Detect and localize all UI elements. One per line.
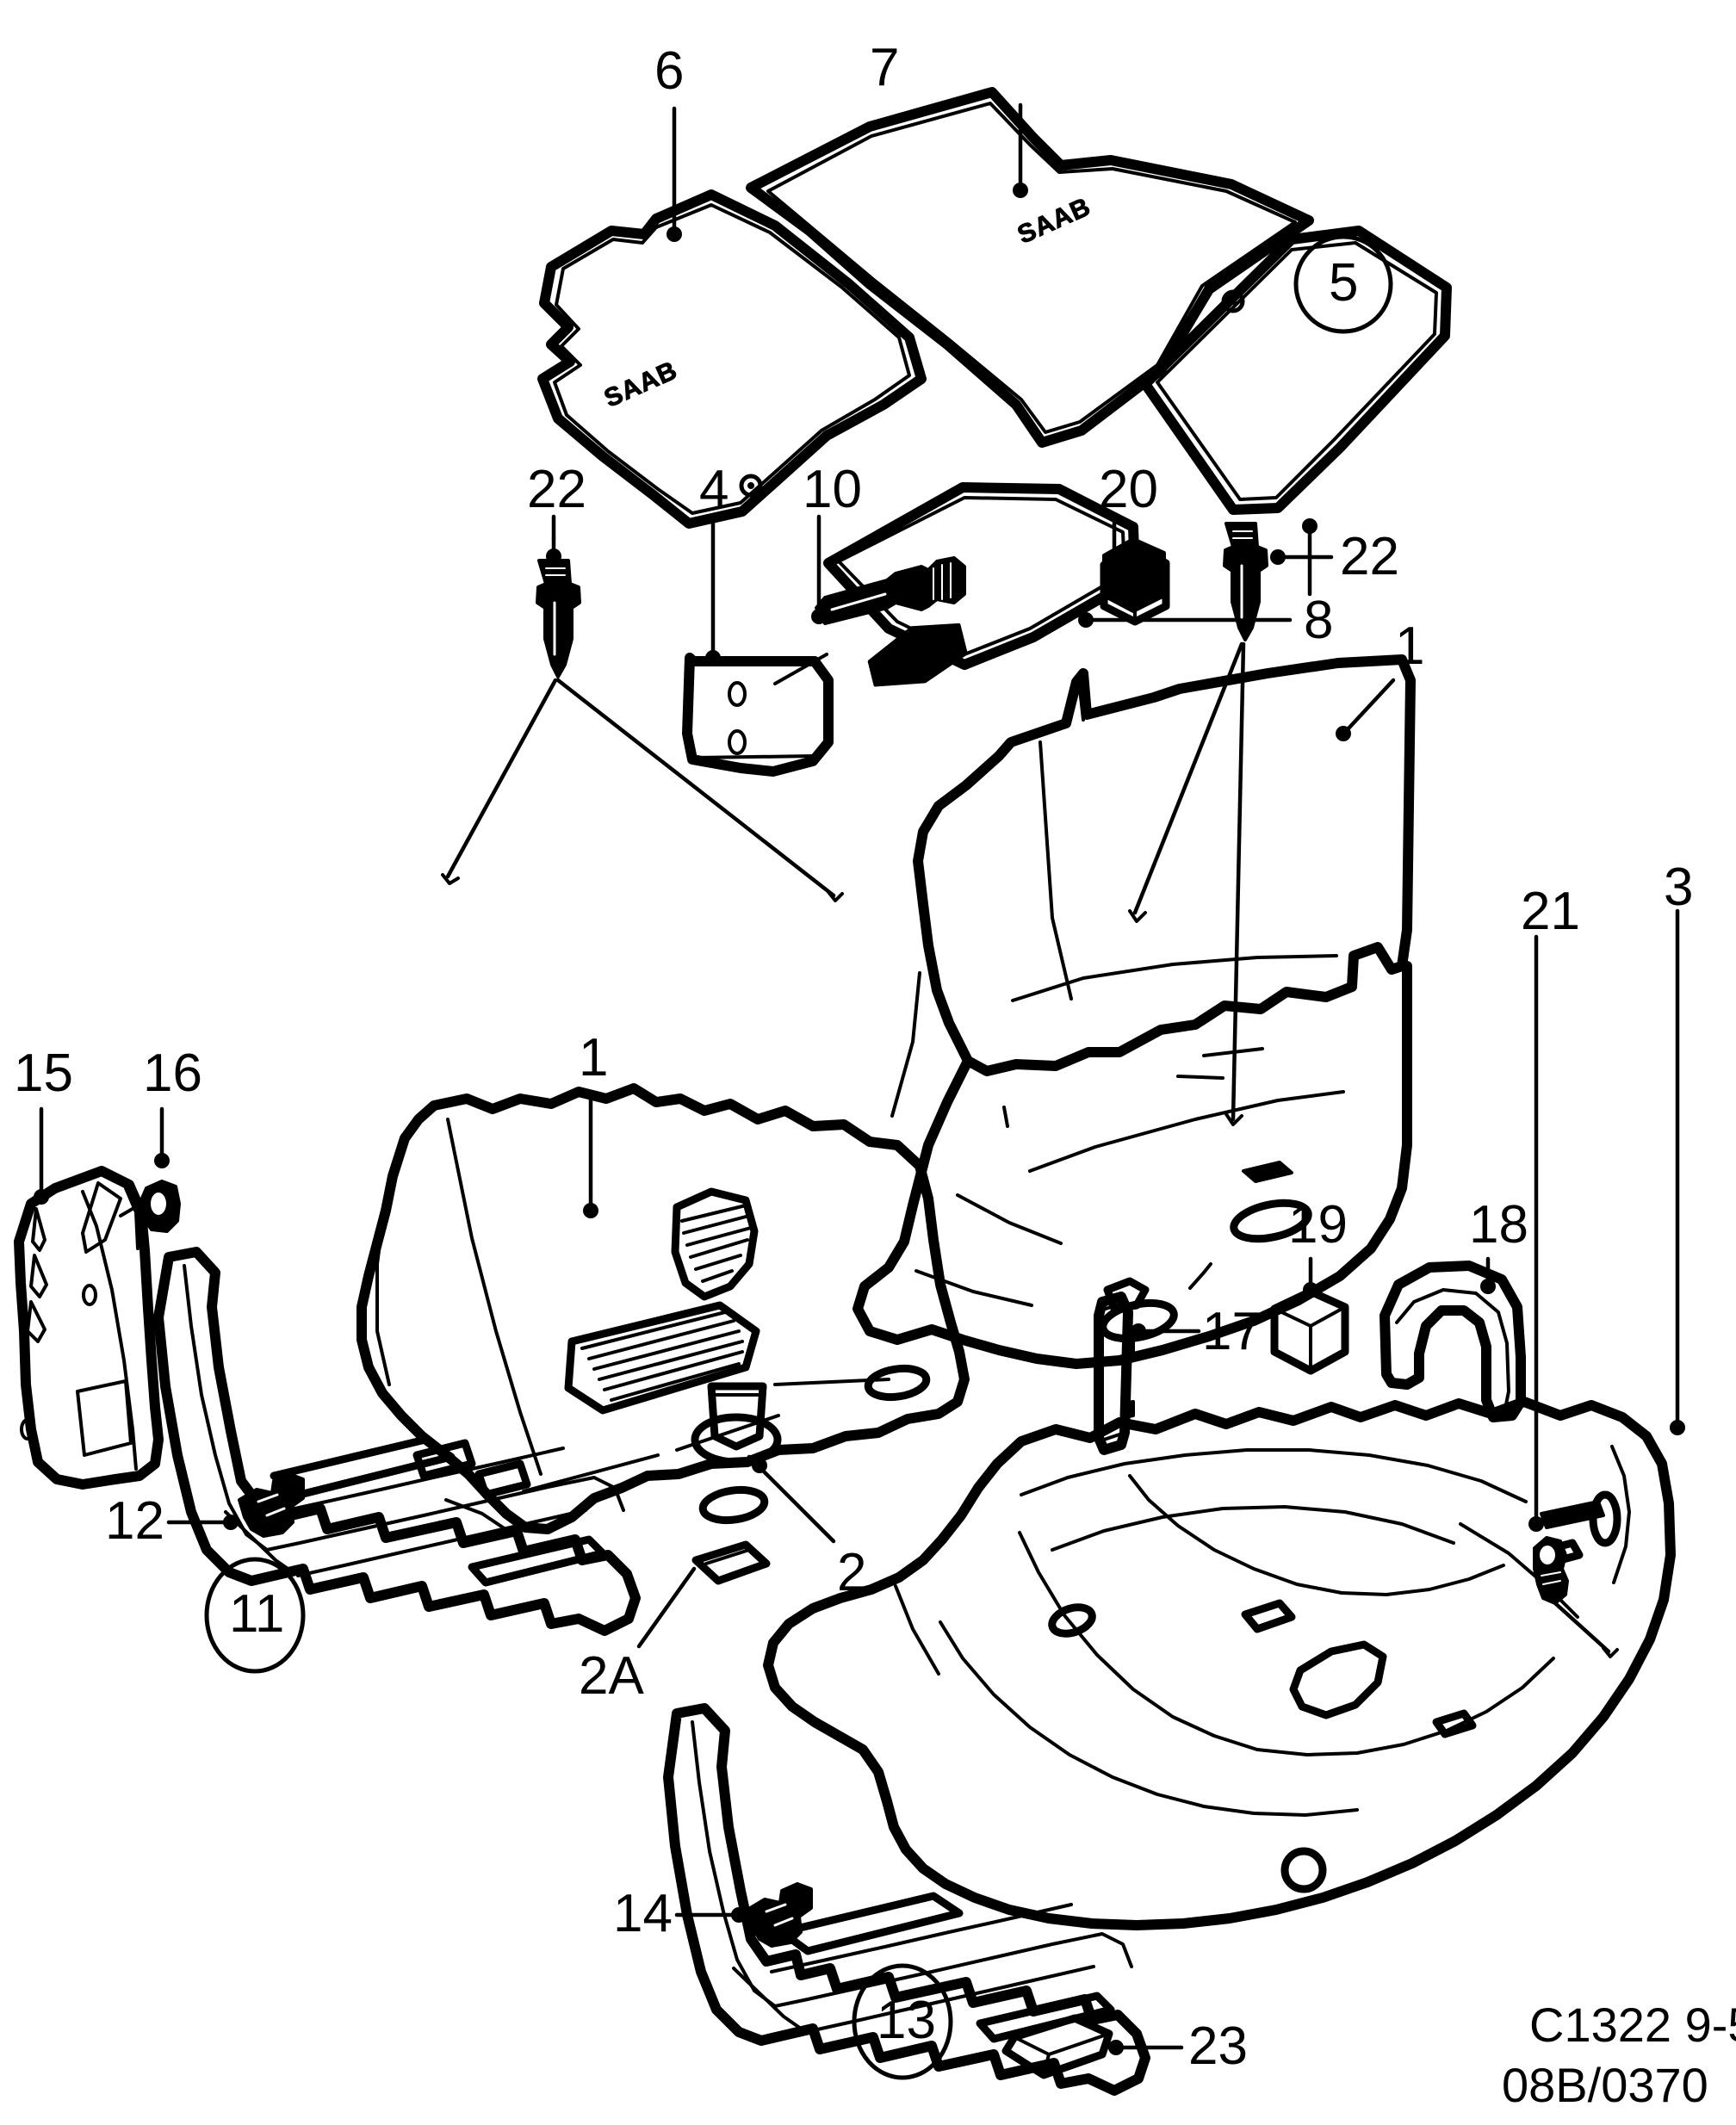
part-footrest-panel — [682, 653, 834, 777]
leader-15 — [34, 1106, 49, 1205]
leader-20 — [1107, 514, 1122, 571]
leader-1-left — [583, 1091, 598, 1218]
callout-label-1-left: 1 — [579, 1028, 609, 1087]
callout-label-14: 14 — [613, 1884, 673, 1943]
part-retainer-clip-right — [1223, 522, 1268, 641]
leader-3 — [1670, 908, 1685, 1435]
callout-label-16: 16 — [143, 1044, 202, 1103]
callout-label-10: 10 — [803, 460, 862, 519]
callout-label-19: 19 — [1288, 1195, 1348, 1255]
leader-16 — [154, 1106, 170, 1168]
callout-label-3: 3 — [1664, 858, 1694, 917]
part-trim-strip-17 — [1094, 1292, 1135, 1455]
callout-label-8: 8 — [1304, 591, 1334, 650]
leader-6 — [666, 106, 682, 242]
callout-label-22-right: 22 — [1340, 527, 1399, 586]
part-wheelhouse-insulator — [1380, 1261, 1526, 1422]
footer-drawing-number-line1: C1322 9-5 — [1529, 1998, 1736, 2052]
leader-4 — [705, 514, 721, 666]
part-carpet-screw — [1533, 1536, 1569, 1605]
callout-label-18: 18 — [1469, 1195, 1528, 1255]
part-sill-clip-front — [238, 1472, 305, 1538]
callout-label-11: 11 — [229, 1584, 285, 1644]
callout-label-21: 21 — [1521, 882, 1580, 941]
part-foam-block-19 — [1270, 1287, 1349, 1375]
part-sill-clip-rear — [746, 1882, 813, 1948]
part-trim-nut — [119, 1180, 181, 1233]
leader-2A — [636, 1566, 697, 1649]
callout-label-4: 4 — [699, 460, 729, 519]
part-front-left-floor-mat — [537, 189, 927, 529]
callout-label-13: 13 — [877, 1991, 936, 2050]
callout-label-12: 12 — [105, 1491, 164, 1551]
part-retainer-clip-left — [536, 559, 581, 678]
callout-circle-13 — [852, 1963, 953, 2080]
part-front-carpet-right — [852, 654, 1416, 1369]
leader-7 — [1013, 102, 1028, 198]
callout-label-15: 15 — [14, 1044, 73, 1103]
part-rear-sill-trim — [663, 1703, 1150, 2096]
leader-22-left-branches — [441, 678, 844, 902]
callout-label-5: 5 — [1329, 253, 1359, 313]
part-front-sill-trim — [153, 1247, 641, 1636]
callout-label-23: 23 — [1188, 2017, 1248, 2076]
callout-label-2: 2 — [837, 1543, 867, 1602]
part-foam-block-23 — [1001, 2014, 1113, 2079]
callout-label-7: 7 — [870, 38, 900, 97]
part-reinforcement-plate — [691, 1540, 771, 1585]
leader-8 — [1078, 518, 1318, 628]
part-a-pillar-lower-trim — [14, 1166, 164, 1490]
leader-21 — [1528, 934, 1619, 1658]
leader-18 — [1480, 1256, 1496, 1294]
callout-label-6: 6 — [654, 41, 685, 101]
leader-17 — [1131, 1323, 1201, 1339]
callout-label-22-left: 22 — [527, 460, 586, 519]
callout-label-2A: 2A — [579, 1646, 644, 1706]
part-rear-floor-carpet — [763, 1397, 1676, 1930]
leader-14 — [674, 1907, 747, 1923]
callout-label-20: 20 — [1099, 460, 1158, 519]
leader-10 — [773, 514, 828, 685]
part-footrest-screw — [815, 556, 968, 687]
callout-label-1-right: 1 — [1395, 616, 1425, 676]
part-carpet-grommet — [691, 1382, 782, 1466]
callout-label-17: 17 — [1202, 1302, 1262, 1361]
leader-22-right — [1270, 549, 1334, 565]
leader-22-left — [546, 514, 561, 564]
callout-circle-11 — [204, 1557, 306, 1674]
callout-circle-5 — [1293, 234, 1393, 334]
leader-22-right-branches — [1128, 641, 1246, 1126]
leader-19 — [1303, 1256, 1318, 1298]
footer-drawing-number-line2: 08B/0370 — [1502, 2058, 1708, 2112]
part-rear-floor-mat-left — [823, 482, 1140, 670]
leader-23 — [1108, 2040, 1184, 2055]
leader-1-right — [1336, 678, 1396, 741]
leader-12 — [166, 1515, 239, 1530]
part-front-carpet-left — [356, 1083, 970, 1534]
leader-2 — [747, 1454, 836, 1544]
